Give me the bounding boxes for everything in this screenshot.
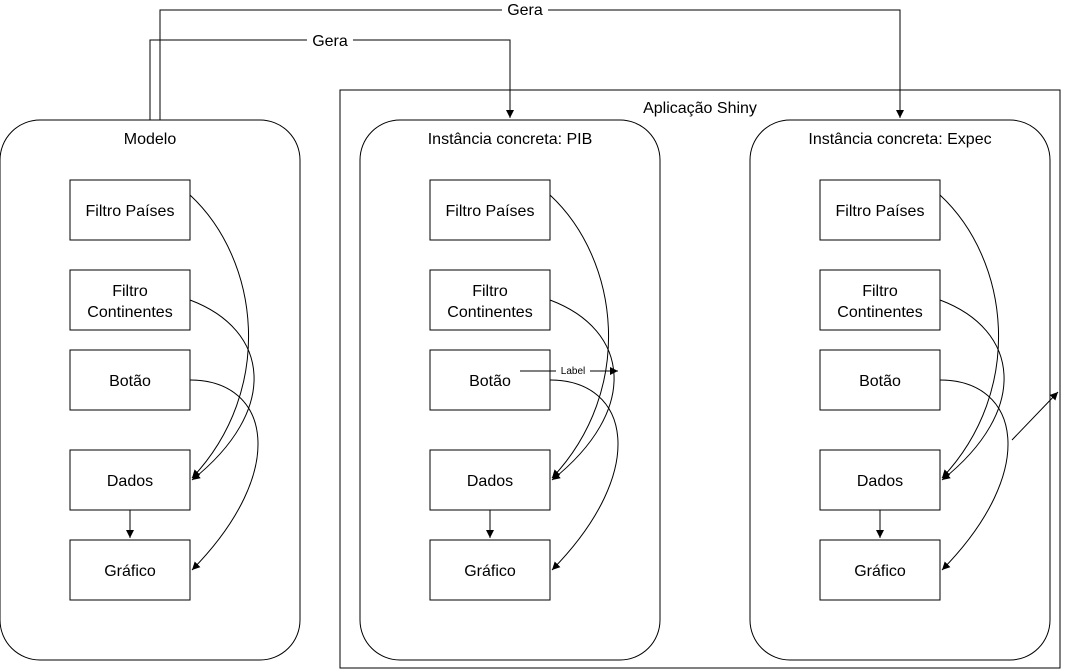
box-grafico [69, 539, 191, 601]
box-grafico-label: Gráfico [104, 563, 156, 580]
box-filtro-paises [819, 179, 941, 241]
box-grafico [819, 539, 941, 601]
box-botao-label: Botão [469, 373, 511, 390]
box-filtro-paises [429, 179, 551, 241]
panel-pib: Instância concreta: PIB Filtro Países Fi… [359, 119, 661, 661]
box-dados-label: Dados [857, 473, 903, 490]
box-dados [819, 449, 941, 511]
edge-continentes-dados [549, 299, 615, 481]
panel-modelo: Modelo Filtro Países Filtro Continentes … [0, 119, 301, 661]
gera-connector-inner [149, 39, 514, 120]
box-filtro-continentes [819, 269, 941, 331]
box-filtro-paises-label: Filtro Países [836, 203, 925, 220]
box-botao [429, 349, 551, 411]
panel-title: Modelo [124, 131, 177, 148]
box-filtro-paises-label: Filtro Países [86, 203, 175, 220]
box-filtro-continentes [429, 269, 551, 331]
box-filtro-continentes-label-2: Continentes [87, 304, 172, 321]
box-grafico-label: Gráfico [854, 563, 906, 580]
box-filtro-paises [69, 179, 191, 241]
app-container-label: Aplicação Shiny [643, 100, 757, 117]
gera-label-inner: Gera [312, 33, 348, 50]
box-grafico-label: Gráfico [464, 563, 516, 580]
box-filtro-continentes-label-2: Continentes [447, 304, 532, 321]
edge-paises-dados [189, 194, 250, 479]
box-botao [69, 349, 191, 411]
app-container [339, 89, 1061, 669]
gera-label-top: Gera [507, 2, 543, 19]
box-botao-label: Botão [859, 373, 901, 390]
panel-title: Instância concreta: Expec [808, 131, 991, 148]
box-dados-label: Dados [467, 473, 513, 490]
box-filtro-continentes-label-2: Continentes [837, 304, 922, 321]
box-filtro-continentes-label-1: Filtro [112, 283, 148, 300]
edge-botao-grafico [939, 379, 1009, 571]
box-filtro-continentes-label-1: Filtro [472, 283, 508, 300]
panel-title: Instância concreta: PIB [428, 131, 593, 148]
edge-continentes-dados [189, 299, 255, 481]
box-dados-label: Dados [107, 473, 153, 490]
edge-botao-grafico [189, 379, 259, 571]
box-filtro-continentes [69, 269, 191, 331]
edge-dangling-arrow [1011, 391, 1059, 441]
gera-connector-top [159, 9, 904, 120]
box-botao-label: Botão [109, 373, 151, 390]
box-botao [819, 349, 941, 411]
edge-paises-dados [939, 194, 1000, 479]
box-dados [429, 449, 551, 511]
edge-paises-dados [549, 194, 610, 479]
box-filtro-continentes-label-1: Filtro [862, 283, 898, 300]
edge-botao-grafico [549, 379, 619, 571]
edge-label-small: Label [561, 366, 585, 377]
edge-continentes-dados [939, 299, 1005, 481]
box-filtro-paises-label: Filtro Países [446, 203, 535, 220]
box-grafico [429, 539, 551, 601]
panel-expec: Instância concreta: Expec Filtro Países … [749, 119, 1059, 661]
